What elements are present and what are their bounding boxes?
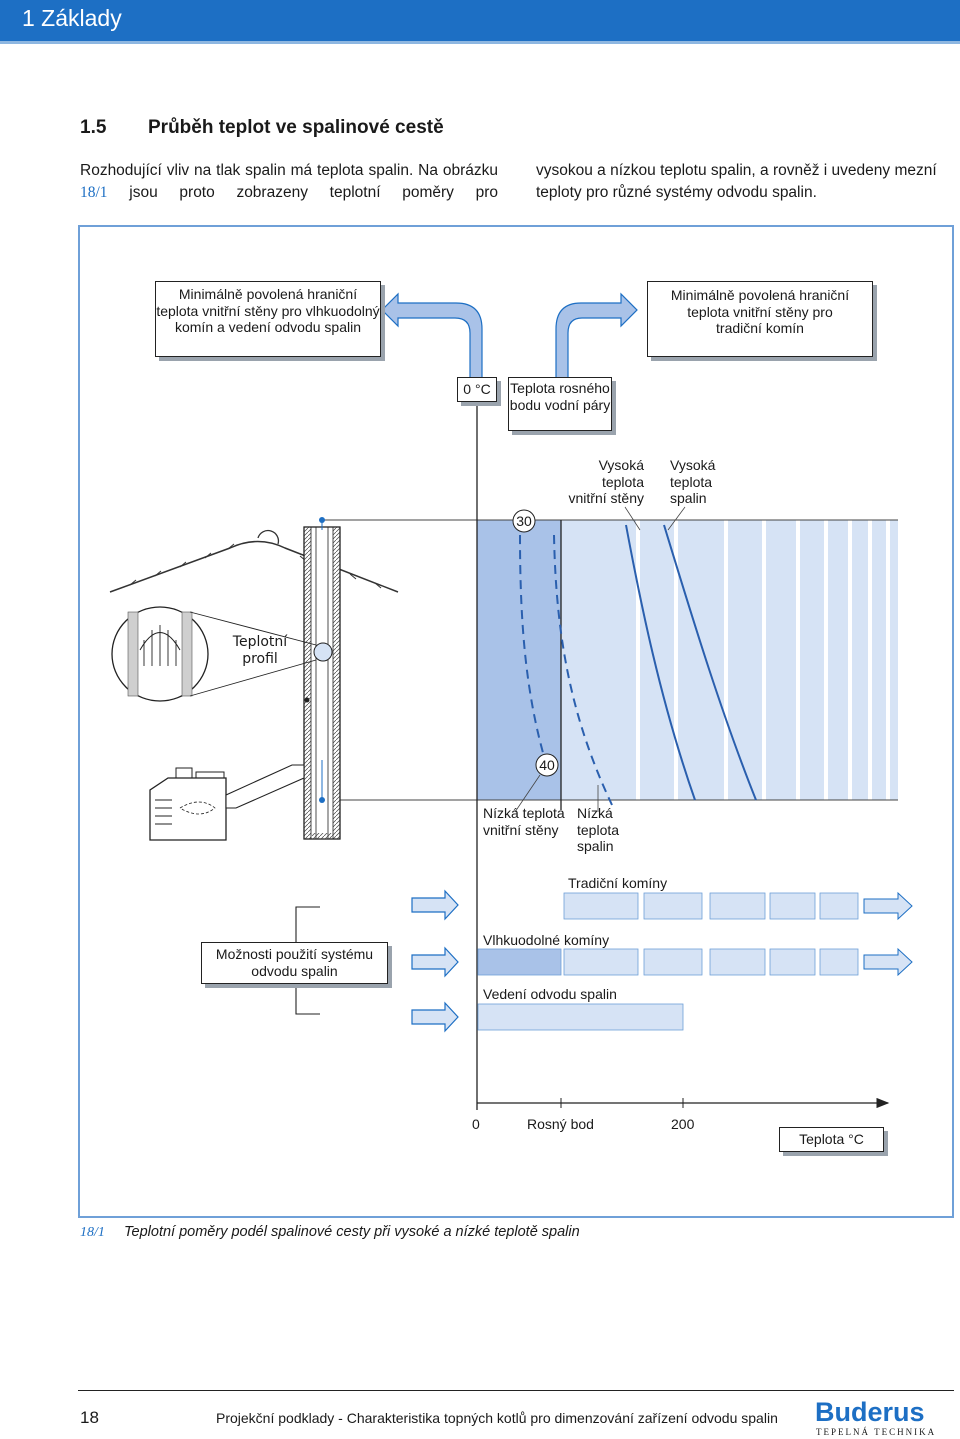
roof-drawing	[109, 529, 399, 593]
axis-unit-box: Teplota °C	[779, 1127, 884, 1152]
chimney-drawing	[303, 517, 341, 840]
axis-label-dew-point: Rosný bod	[527, 1116, 594, 1132]
label-high-wall-temp: Vysoká teplota vnitřní stěny	[568, 457, 644, 506]
label-traditional-chimneys: Tradiční komíny	[568, 875, 668, 891]
marker-30-circle	[512, 509, 536, 533]
low-flue-temp-curve	[553, 534, 613, 806]
section-number: 1.5	[80, 117, 107, 138]
arrow-to-traditional-limit	[555, 292, 638, 379]
traditional-bar-2	[643, 892, 703, 920]
label-low-wall-temp: Nízká teplota vnitřní stěny	[483, 805, 565, 838]
traditional-bar-3	[709, 892, 766, 920]
moisture-bar-light-3	[709, 948, 766, 976]
traditional-bar-4	[769, 892, 816, 920]
high-flue-temp-curve	[663, 524, 757, 801]
axis-label-200: 200	[671, 1116, 695, 1132]
intro-paragraph-left: Rozhodující vliv na tlak spalin má teplo…	[80, 160, 498, 204]
leader-high-flue	[667, 506, 686, 531]
boiler-drawing	[149, 764, 305, 841]
figure-frame	[78, 225, 954, 1218]
moisture-bar-dark	[477, 948, 562, 976]
page-number: 18	[80, 1408, 99, 1427]
label-high-flue-temp: Vysoká teplota spalin	[670, 457, 716, 506]
figure-caption-text: Teplotní poměry podél spalinové cesty př…	[124, 1224, 580, 1240]
light-band-8	[852, 520, 868, 800]
intro-text-end: jsou proto zobrazeny teplotní poměry pro	[107, 184, 498, 201]
moisture-resistant-limit-box: Minimálně povolená hraniční teplota vnit…	[155, 281, 381, 357]
zero-degree-box: 0 °C	[457, 377, 497, 402]
moisture-bar-light-2	[643, 948, 703, 976]
light-band-1	[561, 520, 636, 800]
marker-30: 30	[516, 513, 532, 529]
dew-point-box: Teplota rosného bodu vodní páry	[508, 377, 612, 431]
label-flue-duct: Vedení odvodu spalin	[483, 986, 617, 1002]
leader-low-wall	[514, 774, 541, 813]
header-bar	[0, 0, 960, 41]
traditional-bar-5	[819, 892, 859, 920]
header-divider	[0, 41, 960, 44]
figure-caption-number: 18/1	[80, 1225, 105, 1240]
section-title: Průběh teplot ve spalinové cestě	[148, 117, 444, 138]
intro-paragraph-right: vysokou a nízkou teplotu spalin, a rovně…	[536, 162, 937, 201]
light-band-4	[728, 520, 762, 800]
figure-reference-link[interactable]: 18/1	[80, 184, 108, 201]
arrow-flue-duct	[411, 1001, 459, 1033]
moisture-bar-arrow	[863, 947, 913, 977]
usage-options-box: Možnosti použití systému odvodu spalin	[201, 942, 388, 984]
moisture-bar-light-4	[769, 948, 816, 976]
traditional-bar-1	[563, 892, 639, 920]
traditional-limit-box: Minimálně povolená hraniční teplota vnit…	[647, 281, 873, 357]
traditional-bar-arrow	[863, 891, 913, 921]
label-low-flue-temp: Nízká teplota spalin	[577, 805, 620, 854]
light-band-3	[678, 520, 724, 800]
leader-high-wall	[624, 506, 641, 531]
arrow-traditional	[411, 889, 459, 921]
flue-duct-bar	[477, 1003, 684, 1031]
footer-divider	[78, 1390, 954, 1391]
arrow-to-moisture-limit	[381, 292, 483, 379]
light-band-9	[872, 520, 886, 800]
light-band-6	[800, 520, 824, 800]
light-band-10	[890, 520, 898, 800]
footer-text: Projekční podklady - Charakteristika top…	[216, 1410, 778, 1426]
dew-zone-band	[477, 520, 561, 800]
moisture-bar-light-5	[819, 948, 859, 976]
light-band-2	[640, 520, 674, 800]
high-wall-temp-curve	[625, 524, 696, 801]
temperature-profile-magnifier	[111, 606, 317, 702]
marker-40: 40	[539, 757, 555, 773]
marker-40-circle	[535, 753, 559, 777]
chapter-title: 1 Základy	[22, 5, 122, 31]
label-moisture-resistant-chimneys: Vlhkuodolné komíny	[483, 932, 610, 948]
arrow-moisture	[411, 946, 459, 978]
logo-name: Buderus	[815, 1397, 925, 1427]
light-band-7	[828, 520, 848, 800]
low-wall-temp-curve	[519, 534, 546, 761]
moisture-bar-light-1	[563, 948, 639, 976]
axis-label-zero: 0	[472, 1116, 480, 1132]
logo-subtitle: TEPELNÁ TECHNIKA	[816, 1427, 936, 1437]
buderus-logo: Buderus TEPELNÁ TECHNIKA	[815, 1397, 936, 1437]
label-temperature-profile: Teplotní profil	[232, 634, 288, 667]
light-band-5	[766, 520, 796, 800]
intro-text-start: Rozhodující vliv na tlak spalin má teplo…	[80, 162, 498, 179]
